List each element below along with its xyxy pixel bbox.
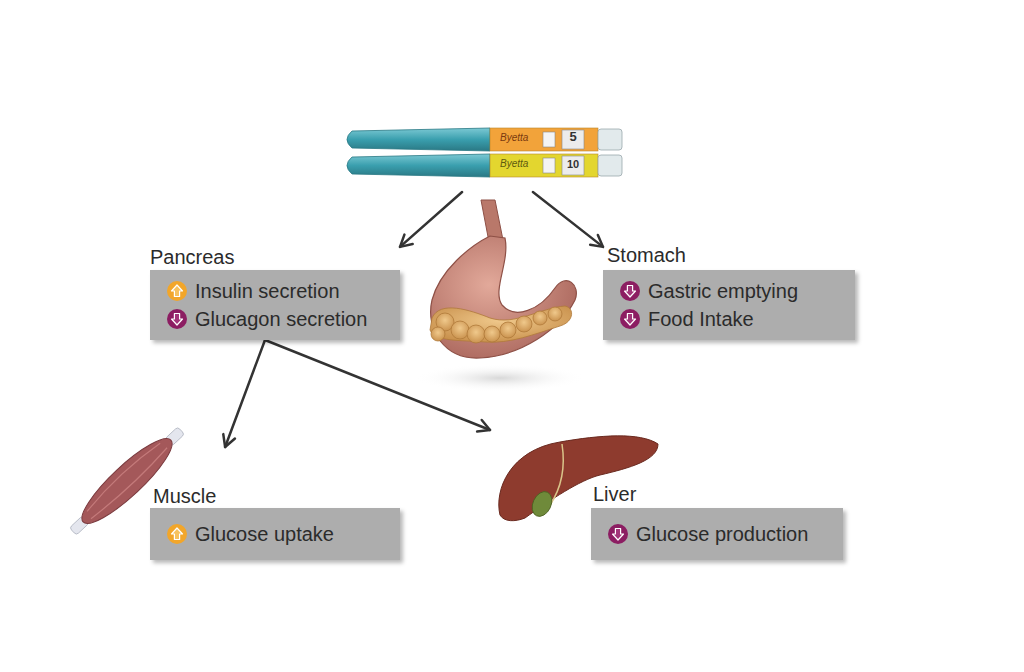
effect-text: Insulin secretion <box>195 279 340 303</box>
organ-heading: Muscle <box>153 484 216 508</box>
arrow-connector <box>223 340 265 447</box>
decrease-icon <box>167 309 187 329</box>
organ-heading: Liver <box>593 482 636 506</box>
dose-number: 10 <box>562 157 584 171</box>
organ-heading: Stomach <box>607 243 686 267</box>
pen-brand: Byetta <box>500 157 528 171</box>
arrow-connector <box>533 192 603 247</box>
increase-icon <box>167 524 187 544</box>
effect-box: Insulin secretionGlucagon secretion <box>150 270 400 340</box>
decrease-icon <box>620 309 640 329</box>
pen-node: Byetta5Byetta10 <box>340 122 640 192</box>
effect-text: Gastric emptying <box>648 279 798 303</box>
arrow-connector <box>265 340 490 432</box>
stomach-panel: StomachGastric emptyingFood Intake <box>603 243 855 340</box>
increase-icon <box>167 281 187 301</box>
effect-text: Glucose uptake <box>195 522 334 546</box>
arrow-connector <box>400 192 462 247</box>
effect-box: Glucose uptake <box>150 508 400 560</box>
pancreas-panel: PancreasInsulin secretionGlucagon secret… <box>150 243 400 340</box>
liver-panel: LiverGlucose production <box>490 430 845 560</box>
organ-heading: Pancreas <box>150 245 235 269</box>
muscle-panel: MuscleGlucose uptake <box>65 447 400 560</box>
effect-text: Glucagon secretion <box>195 307 367 331</box>
effect-box: Glucose production <box>591 508 843 560</box>
dose-number: 5 <box>562 130 584 144</box>
effect-text: Glucose production <box>636 522 808 546</box>
decrease-icon <box>608 524 628 544</box>
effect-text: Food Intake <box>648 307 754 331</box>
pen-illustration <box>340 122 640 192</box>
decrease-icon <box>620 281 640 301</box>
pen-brand: Byetta <box>500 131 528 145</box>
effect-box: Gastric emptyingFood Intake <box>603 270 855 340</box>
